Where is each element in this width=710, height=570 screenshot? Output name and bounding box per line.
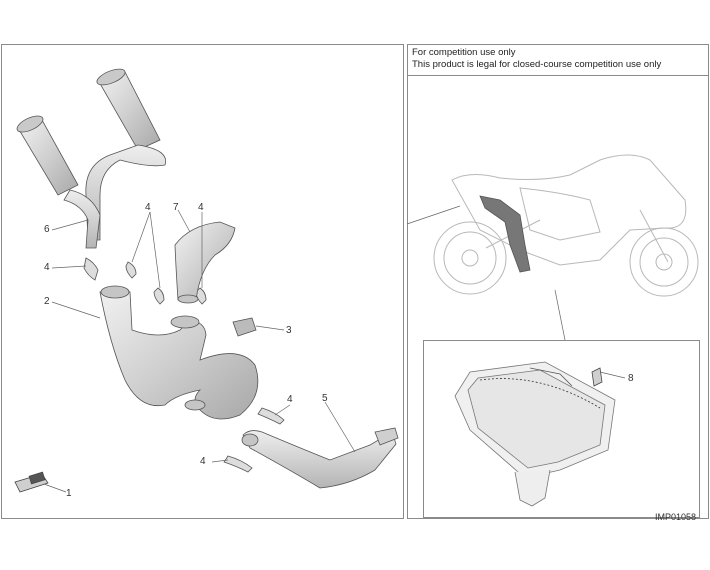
callout-4-collector: 4 [198, 202, 204, 213]
callout-1: 1 [66, 488, 72, 499]
airbox-illustration [454, 361, 616, 507]
callout-3: 3 [286, 325, 292, 336]
callout-2: 2 [44, 296, 50, 307]
callout-4-lower: 4 [200, 456, 206, 467]
callout-7: 7 [173, 202, 179, 213]
collector-pipe [174, 221, 236, 304]
callout-4-link: 4 [287, 394, 293, 405]
notice-line-1: For competition use only [412, 47, 516, 58]
exploded-parts-panel [1, 44, 404, 519]
link-pipe [241, 427, 399, 489]
gasket-parts [83, 257, 285, 473]
image-code: IMP01058 [655, 512, 697, 522]
callout-4-left: 4 [44, 262, 50, 273]
callout-5: 5 [322, 393, 328, 404]
motorcycle-illustration [433, 154, 699, 297]
notice-line-2: This product is legal for closed-course … [412, 59, 662, 70]
callout-8: 8 [628, 373, 634, 384]
leader-lines [43, 205, 626, 493]
airbox-detail-box [423, 340, 700, 518]
silencer-pair [16, 68, 167, 249]
cap-part [14, 471, 49, 493]
notice-divider [407, 75, 709, 76]
callout-6: 6 [44, 224, 50, 235]
competition-notice: For competition use only This product is… [412, 47, 702, 71]
callout-4-clamps: 4 [145, 202, 151, 213]
highlighted-exhaust [479, 195, 531, 273]
header-manifold [99, 285, 259, 420]
